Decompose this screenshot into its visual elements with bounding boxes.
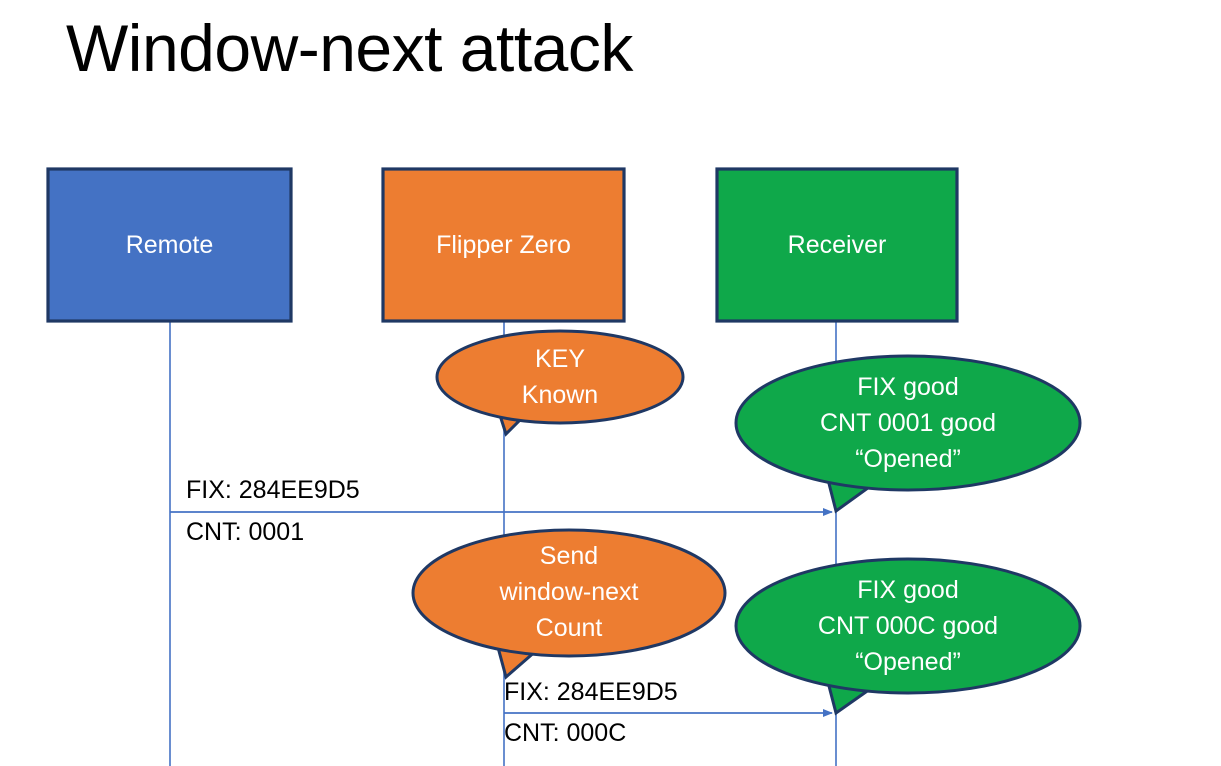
callout-line: “Opened” [855,445,961,473]
message-2-label-fix: FIX: 284EE9D5 [504,678,678,706]
callout-line: FIX good [857,576,959,604]
actor-box-flipper-zero[interactable] [381,167,626,323]
actor-label-flipper-zero: Flipper Zero [436,231,571,259]
callout-key-known[interactable] [435,329,685,437]
callout-line: window-next [499,578,639,606]
callout-text-receiver-ack-2: FIX good CNT 000C good “Opened” [736,572,1080,680]
callout-text-key-known: KEY Known [437,341,683,413]
callout-line: CNT 000C good [817,612,999,640]
callout-line: Known [521,381,599,409]
actor-label-receiver: Receiver [787,231,887,259]
callout-line: KEY [534,345,586,373]
page-title: Window-next attack [66,11,633,85]
message-1-label-fix: FIX: 284EE9D5 [186,476,360,504]
callout-line: FIX good [857,373,959,401]
callout-line: Send [539,542,599,570]
message-2-label-cnt: CNT: 000C [504,719,627,747]
callout-send-window-next[interactable] [411,528,727,680]
callout-receiver-ack-1[interactable] [734,354,1082,514]
callout-receiver-ack-2[interactable] [734,557,1082,716]
actor-box-remote[interactable] [46,167,293,323]
callout-line: CNT 0001 good [819,409,997,437]
actor-label-remote: Remote [125,231,214,259]
message-1-label-cnt: CNT: 0001 [186,518,305,546]
callout-text-receiver-ack-1: FIX good CNT 0001 good “Opened” [736,369,1080,477]
actor-box-receiver[interactable] [715,167,959,323]
callout-line: “Opened” [855,648,961,676]
callout-text-send-window-next: Send window-next Count [413,538,725,646]
callout-line: Count [535,614,603,642]
